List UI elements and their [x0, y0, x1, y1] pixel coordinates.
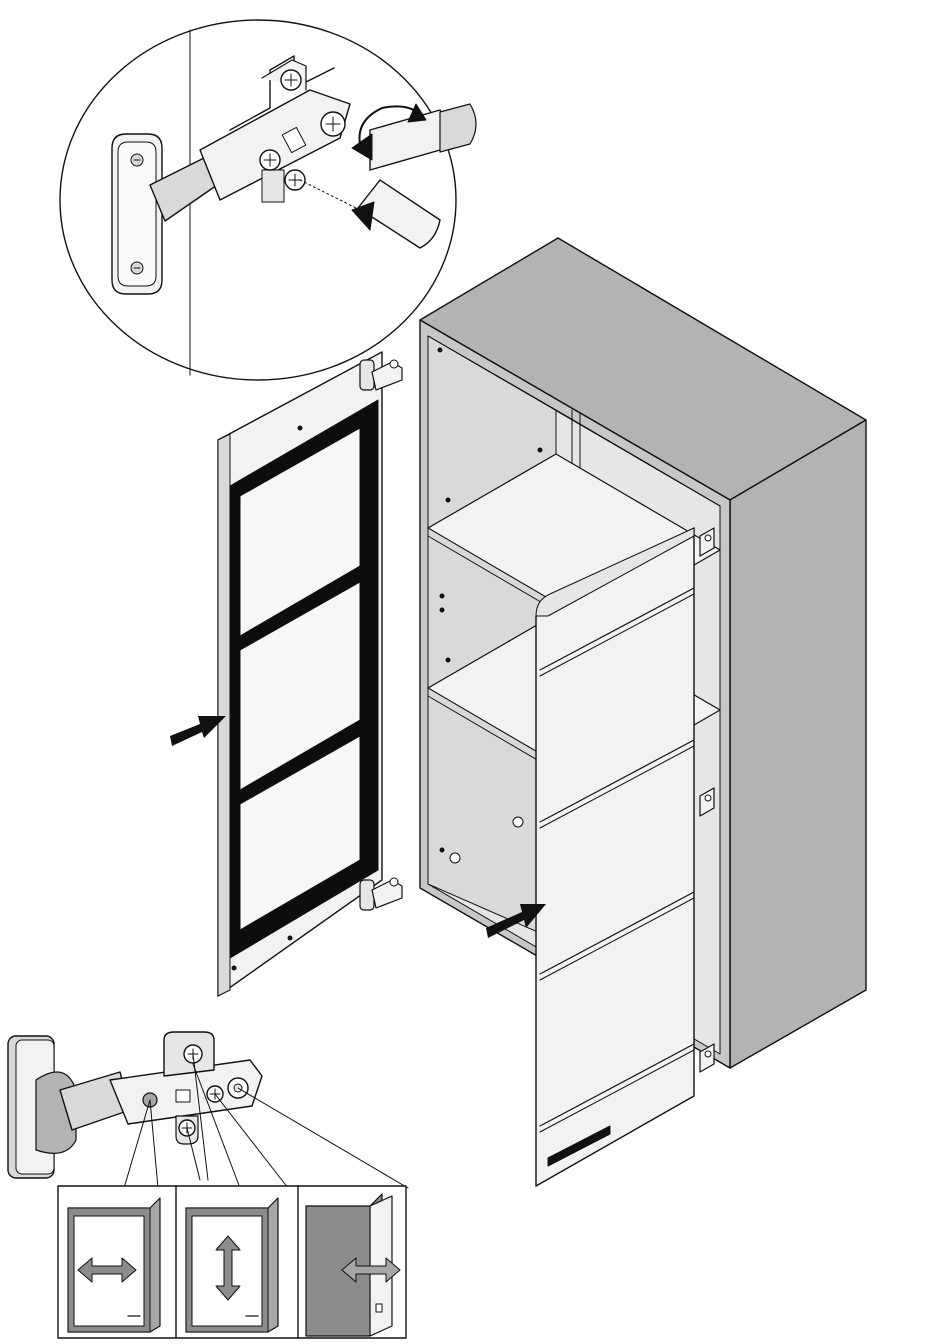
- adjust-depth-icon: [306, 1194, 400, 1336]
- solid-door-icon: [536, 528, 694, 1186]
- adjust-horizontal-icon: [68, 1198, 160, 1332]
- adjustment-panels: [58, 1186, 406, 1338]
- hinge-detail-magnifier-icon: [60, 20, 476, 380]
- hinge-icon: [360, 878, 402, 910]
- glass-door-icon: [218, 352, 402, 996]
- hinge-icon: [8, 1032, 408, 1188]
- hinge-plate: [112, 134, 162, 294]
- adjust-vertical-icon: [186, 1198, 278, 1332]
